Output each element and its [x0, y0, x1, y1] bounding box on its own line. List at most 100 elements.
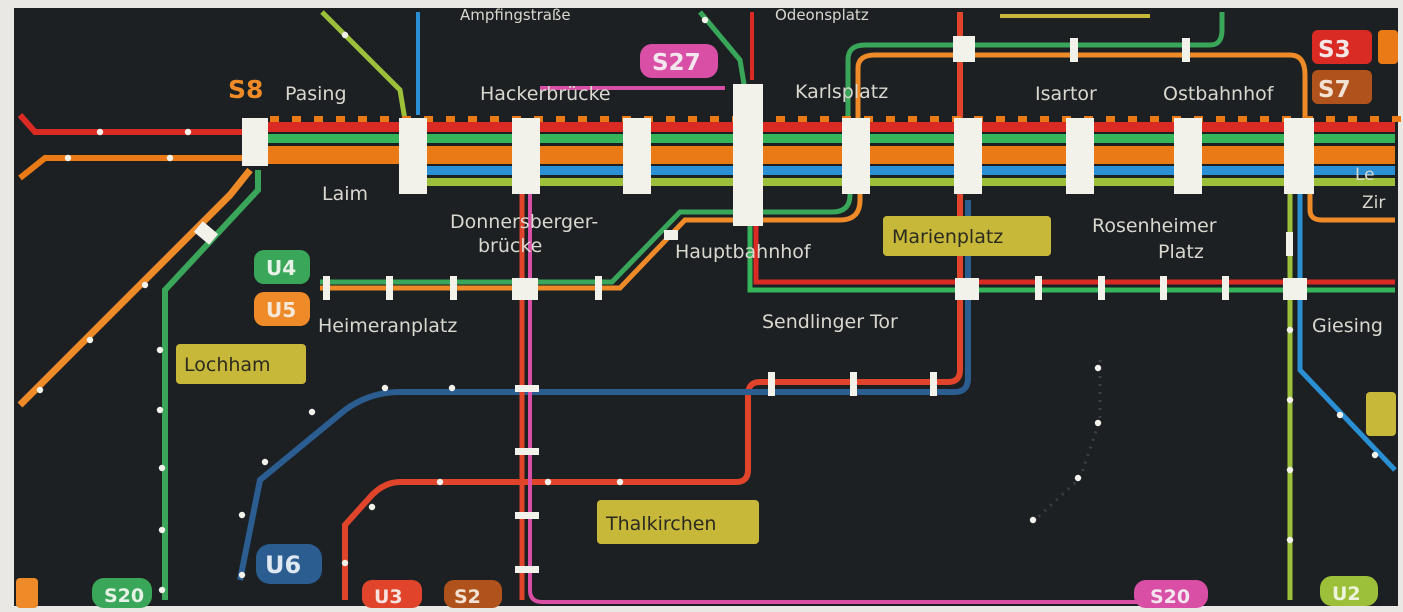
stop-tick[interactable] — [515, 566, 539, 573]
stop-tick[interactable] — [515, 512, 539, 519]
station-marker-heimeranplatz-u[interactable] — [512, 278, 538, 300]
stop-dot[interactable] — [308, 408, 316, 416]
stop-dot[interactable] — [166, 154, 174, 162]
station-bar-karlsplatz[interactable] — [842, 118, 870, 194]
stop-tick[interactable] — [515, 385, 539, 392]
stop-dot[interactable] — [1371, 451, 1379, 459]
stop-dot[interactable] — [436, 478, 444, 486]
label-east-cut-2: Zir — [1362, 193, 1385, 213]
stop-dot[interactable] — [448, 384, 456, 392]
stop-dot[interactable] — [261, 458, 269, 466]
station-marker-ostbahnhof-u[interactable] — [1283, 278, 1307, 300]
stop-dot[interactable] — [544, 478, 552, 486]
trunk-tick — [1128, 116, 1137, 122]
stop-tick[interactable] — [1160, 276, 1167, 300]
stop-dot[interactable] — [701, 16, 709, 24]
trunk-green — [245, 134, 1395, 143]
station-bar-donnersberger[interactable] — [623, 118, 651, 194]
badge-s3: S3 — [1318, 37, 1351, 63]
stop-dot[interactable] — [616, 478, 624, 486]
stop-dot[interactable] — [381, 384, 389, 392]
stop-dot[interactable] — [156, 346, 164, 354]
trunk-tick — [358, 116, 367, 122]
stop-tick[interactable] — [1286, 232, 1293, 256]
station-bar-isartor[interactable] — [1066, 118, 1094, 194]
trunk-tick — [908, 116, 917, 122]
stop-dot[interactable] — [1286, 536, 1294, 544]
trunk-tick — [776, 116, 785, 122]
stop-tick[interactable] — [323, 276, 330, 300]
trunk-tick — [1348, 116, 1357, 122]
stop-tick-top-1[interactable] — [1070, 38, 1078, 62]
stop-dot[interactable] — [238, 511, 246, 519]
stop-dot[interactable] — [341, 559, 349, 567]
stop-dot[interactable] — [158, 526, 166, 534]
stop-dot[interactable] — [1094, 419, 1102, 427]
trunk-tick — [688, 116, 697, 122]
trunk-tick — [578, 116, 587, 122]
stop-dot[interactable] — [64, 154, 72, 162]
stop-dot[interactable] — [184, 128, 192, 136]
stop-dot[interactable] — [1336, 411, 1344, 419]
station-bar-ostbahnhof[interactable] — [1284, 118, 1314, 194]
stop-dot[interactable] — [36, 386, 44, 394]
s-red-west-feeder — [17, 113, 245, 135]
stop-tick[interactable] — [768, 372, 775, 396]
badge-s27: S27 — [652, 50, 701, 76]
station-bar-pasing[interactable] — [242, 118, 268, 166]
stop-dot[interactable] — [1074, 474, 1082, 482]
station-bar-marienplatz[interactable] — [954, 118, 982, 194]
stop-tick-top-2[interactable] — [1182, 38, 1190, 62]
stop-dot[interactable] — [96, 128, 104, 136]
u-red-line — [342, 12, 963, 600]
stop-dot[interactable] — [238, 571, 246, 579]
label-rosenheimer-platz: Rosenheimer Platz — [1092, 215, 1223, 263]
station-bar-hackerbruecke[interactable] — [512, 118, 540, 194]
stop-tick[interactable] — [1098, 276, 1105, 300]
stop-hbf-ramp[interactable] — [664, 230, 678, 240]
u-orange-top-arc — [855, 52, 1308, 130]
stop-dot[interactable] — [1029, 516, 1037, 524]
station-marker-sendlinger-u[interactable] — [955, 278, 979, 300]
s-orange-west-feeder — [18, 155, 245, 181]
stop-tick[interactable] — [515, 448, 539, 455]
stop-diag-west[interactable] — [193, 221, 219, 245]
stop-dot[interactable] — [158, 464, 166, 472]
stop-dot[interactable] — [156, 406, 164, 414]
trunk-tick — [1238, 116, 1247, 122]
badge-s3-bg — [1312, 30, 1372, 64]
stop-dot[interactable] — [1286, 466, 1294, 474]
label-hauptbahnhof: Hauptbahnhof — [675, 241, 812, 263]
badge-u4: U4 — [266, 256, 296, 280]
station-bar-laim[interactable] — [399, 118, 427, 194]
station-bar-rosenheimer[interactable] — [1174, 118, 1202, 194]
station-bar-hauptbahnhof[interactable] — [733, 84, 763, 226]
stop-tick[interactable] — [930, 372, 937, 396]
trunk-tick — [270, 116, 279, 122]
stop-tick[interactable] — [595, 276, 602, 300]
stop-dot[interactable] — [341, 31, 349, 39]
stop-dot[interactable] — [1286, 396, 1294, 404]
stop-dot[interactable] — [141, 281, 149, 289]
badge-s20b: S20 — [1150, 586, 1190, 608]
label-pasing: Pasing — [285, 83, 347, 105]
station-marker-odeonsplatz[interactable] — [953, 36, 975, 62]
stop-dot[interactable] — [86, 336, 94, 344]
badge-s27-bg — [640, 44, 718, 78]
badge-s7-bg — [1312, 70, 1372, 104]
stop-tick[interactable] — [386, 276, 393, 300]
stop-tick[interactable] — [850, 372, 857, 396]
stop-dot[interactable] — [1286, 326, 1294, 334]
trunk-tick — [930, 116, 939, 122]
stop-dot[interactable] — [1094, 364, 1102, 372]
stop-tick[interactable] — [1035, 276, 1042, 300]
stop-dot[interactable] — [368, 503, 376, 511]
line-badges: S8 S27 S3 S7 U4 U5 U6 S20 U3 S2 S20 U2 — [16, 30, 1398, 608]
stop-tick[interactable] — [450, 276, 457, 300]
stop-tick[interactable] — [1222, 276, 1229, 300]
stop-dot[interactable] — [158, 586, 166, 594]
badge-s8: S8 — [228, 75, 263, 104]
trunk-tick — [886, 116, 895, 122]
trunk-tick — [1040, 116, 1049, 122]
